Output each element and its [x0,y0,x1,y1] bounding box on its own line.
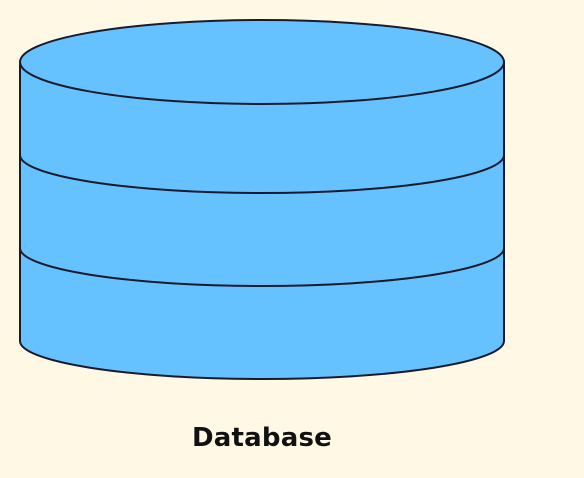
cylinder-band-divider [19,247,505,287]
cylinder-top [19,19,505,105]
cylinder-body [19,61,505,380]
cylinder-band-divider [19,154,505,194]
database-label: Database [192,423,332,453]
